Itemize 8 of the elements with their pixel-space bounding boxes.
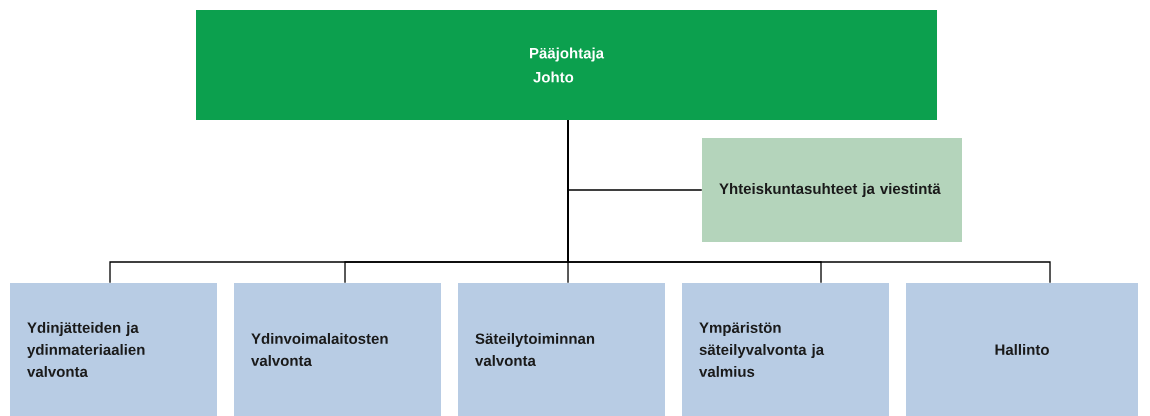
connector-line — [567, 119, 1051, 284]
director-box: Pääjohtaja Johto — [196, 10, 937, 120]
department-box: Ympäristön säteilyvalvonta ja valmius — [682, 283, 889, 416]
unit-box: Yhteiskuntasuhteet ja viestintä — [702, 138, 962, 242]
department-box: Ydinvoimalaitosten valvonta — [234, 283, 441, 416]
department-box: Säteilytoiminnan valvonta — [458, 283, 665, 416]
department-box: Hallinto — [906, 283, 1138, 416]
department-box: Ydinjätteiden ja ydinmateriaalien valvonta — [10, 283, 217, 416]
